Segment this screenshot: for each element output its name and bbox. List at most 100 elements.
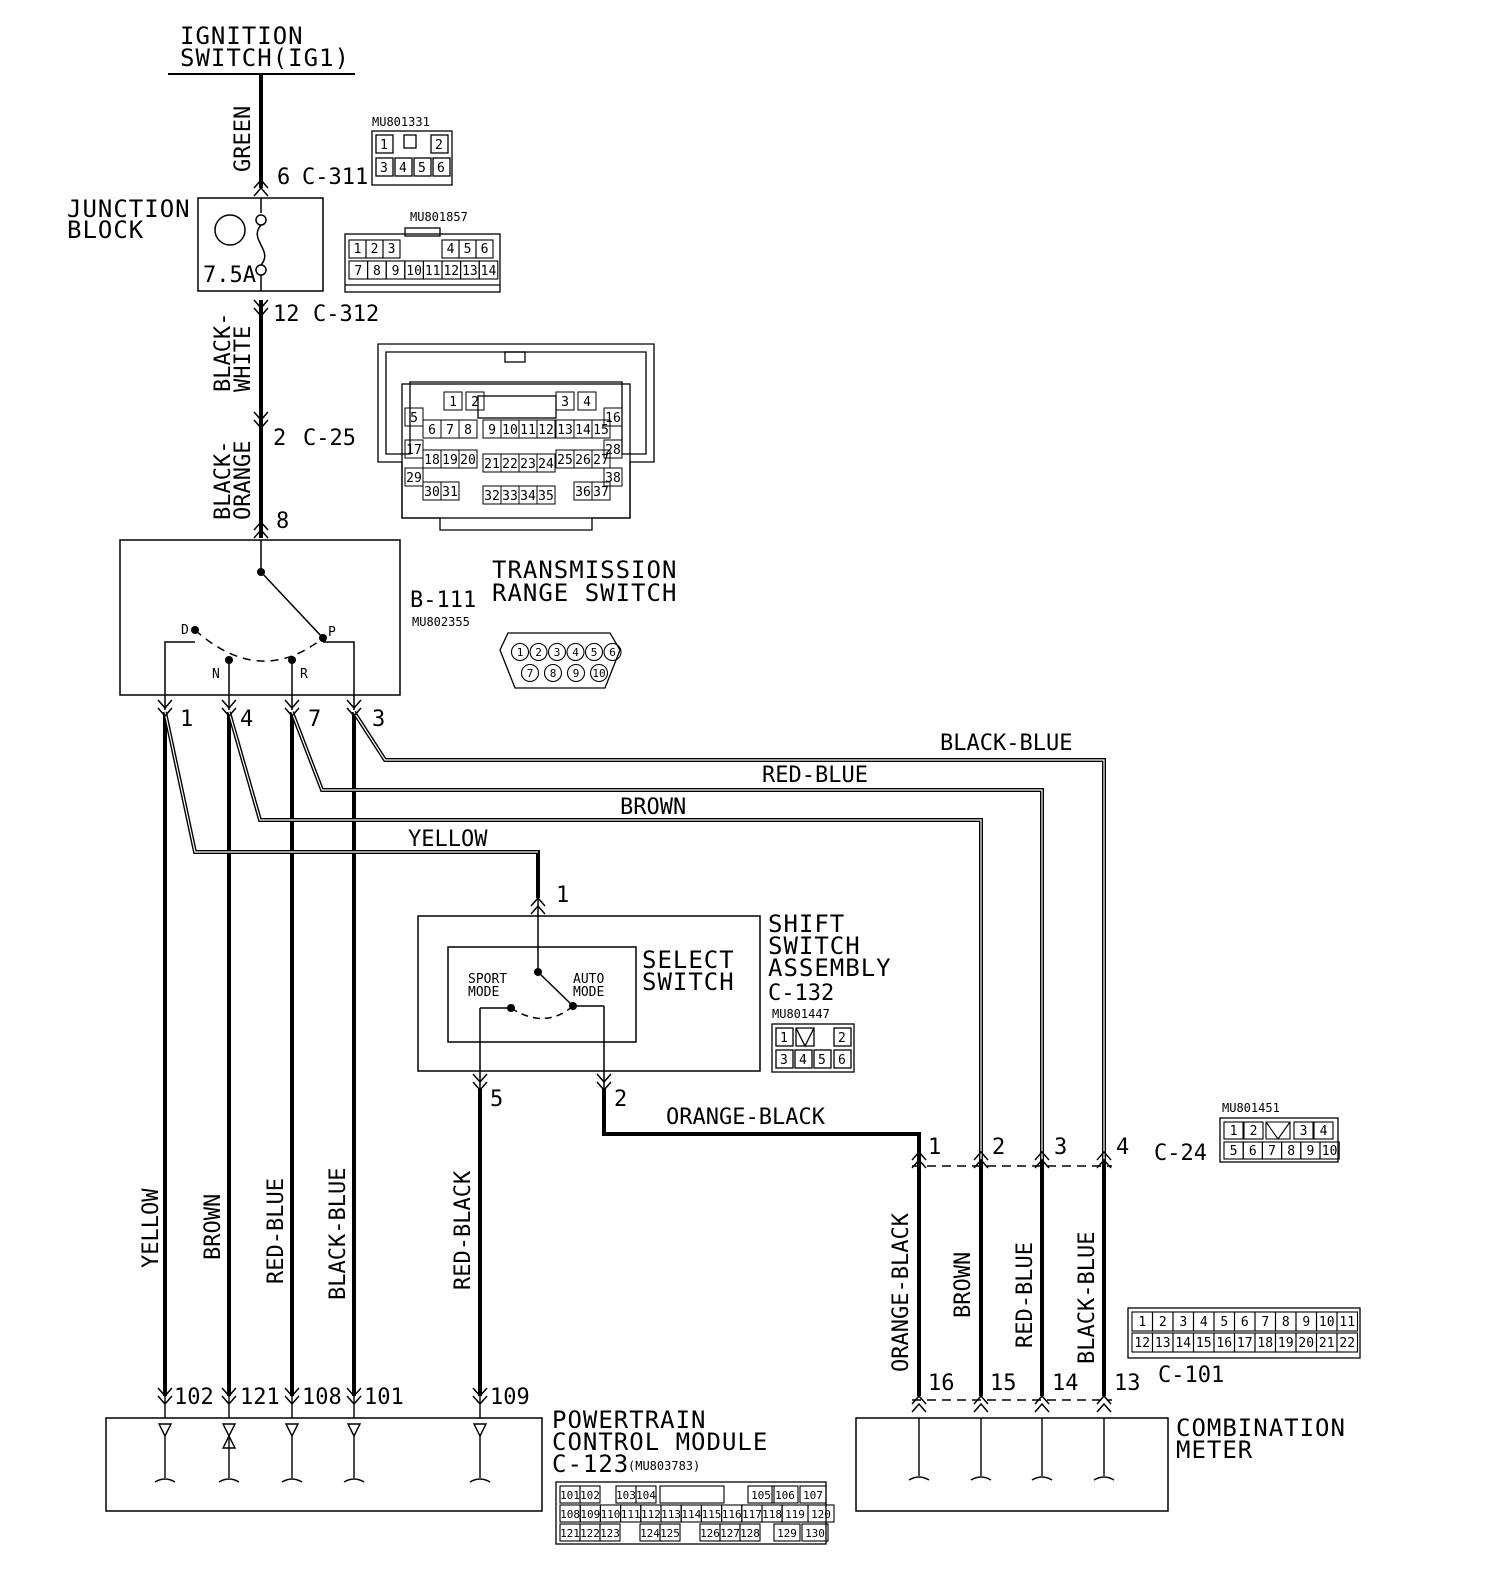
auto-mode-2: MODE: [573, 985, 604, 1000]
ignition-title-1: IGNITION: [180, 22, 304, 50]
wire-label-yellow-v: YELLOW: [139, 1188, 164, 1268]
c24-part: MU801451: [1222, 1101, 1280, 1115]
c25-cell: [603, 407, 623, 427]
c24-cell: [1319, 1141, 1340, 1160]
select-switch-title-2: SWITCH: [642, 968, 735, 996]
c311-pin-label: 6: [437, 161, 445, 176]
harness-wire-cores: [164, 711, 1105, 1160]
c24-pin-label: 5: [1230, 1144, 1238, 1159]
c101-pin-label: 11: [1339, 1315, 1355, 1330]
c25-pin-label: 9: [488, 423, 496, 438]
trs-pos-r: R: [300, 667, 308, 682]
c311-pin-label: 5: [418, 161, 426, 176]
c123-pin-label: 124: [640, 1527, 660, 1540]
c123-cell: [771, 1485, 799, 1504]
c24-pin-label: 7: [1268, 1144, 1276, 1159]
trs-out-pin: 4: [240, 707, 253, 732]
meter-box: [855, 1417, 1169, 1512]
wire-label-black-orange-2: ORANGE: [231, 441, 256, 520]
pcm-terminal: [221, 1434, 237, 1449]
c311-pin: 6: [277, 165, 290, 190]
c123-pin-label: 108: [560, 1508, 580, 1521]
b111-part: MU802355: [412, 615, 470, 629]
b111-cell: [543, 663, 563, 683]
c25-pin-label: 2: [471, 395, 479, 410]
c25-pin-label: 28: [605, 443, 621, 458]
c123-key: [659, 1485, 725, 1504]
wire-label-black-blue-v: BLACK-BLUE: [326, 1168, 351, 1300]
c25-name: C-25: [303, 426, 356, 451]
c24-pin: 1: [928, 1135, 941, 1160]
shift-out-pin-5: 5: [490, 1087, 503, 1112]
b111-cell: [510, 642, 530, 662]
c25-cell: [458, 419, 478, 439]
b111-pin-label: 9: [573, 667, 580, 680]
c101-pin-label: 8: [1282, 1315, 1290, 1330]
meter-terminal: [970, 1476, 992, 1481]
junction-block-label-1: JUNCTION: [67, 195, 191, 223]
c123-pin-label: 101: [560, 1489, 580, 1502]
c25-pin-label: 15: [593, 423, 609, 438]
c101-pin-label: 21: [1319, 1336, 1335, 1351]
c311-name: C-311: [302, 165, 368, 190]
c132-pin-label: 1: [780, 1031, 788, 1046]
c25-pin-label: 22: [502, 457, 518, 472]
c101-pin-label: 20: [1298, 1336, 1314, 1351]
c25-pin-label: 35: [538, 489, 554, 504]
pcm-terminal: [281, 1478, 303, 1483]
c25-pin-label: 33: [502, 489, 518, 504]
c25-cell: [536, 453, 556, 473]
wire-label-yellow: YELLOW: [408, 827, 488, 852]
sport-mode-2: MODE: [468, 985, 499, 1000]
c101-pin-label: 16: [1216, 1336, 1232, 1351]
c25-cell: [577, 391, 597, 411]
b111-pin-label: 2: [535, 646, 542, 659]
c25-pin-label: 30: [424, 485, 440, 500]
c25-pin: 2: [273, 426, 286, 451]
c101-pin-label: 3: [1179, 1315, 1187, 1330]
sport-mode-1: SPORT: [468, 972, 507, 987]
c25-cell: [458, 449, 478, 469]
c25-pin-label: 19: [442, 453, 458, 468]
shift-title-3: ASSEMBLY: [768, 954, 892, 982]
c25-cell: [404, 467, 424, 487]
c24-pin-label: 9: [1306, 1144, 1314, 1159]
c312-name: C-312: [313, 302, 379, 327]
wire-label-black-blue-v2: BLACK-BLUE: [1075, 1232, 1100, 1364]
c101-pin-label: 2: [1159, 1315, 1167, 1330]
shift-out-pin-2: 2: [614, 1087, 627, 1112]
c24-cell: [1313, 1121, 1334, 1140]
c311-pin-label: 2: [435, 138, 443, 153]
b111-name: B-111: [410, 588, 476, 613]
b111-pin-label: 3: [554, 646, 561, 659]
c25-pin-label: 32: [484, 489, 500, 504]
c123-pin-label: 115: [702, 1508, 722, 1521]
b111-pin-label: 4: [572, 646, 579, 659]
c312-pin-label: 3: [388, 242, 396, 257]
c24-cell: [1223, 1121, 1244, 1140]
c123-pin-label: 128: [740, 1527, 760, 1540]
c123-pin-label: 106: [775, 1489, 795, 1502]
pcm-terminal: [218, 1478, 240, 1483]
connector-arrow: [1096, 1394, 1112, 1413]
meter-title-1: COMBINATION: [1176, 1414, 1346, 1442]
c312-pin-label: 8: [373, 264, 381, 279]
select-switch-title-1: SELECT: [642, 946, 735, 974]
wire-label-brown-v: BROWN: [201, 1194, 226, 1260]
c101-pin-label: 7: [1261, 1315, 1269, 1330]
c101-pin-label: 5: [1220, 1315, 1228, 1330]
c24-pin-label: 2: [1250, 1124, 1258, 1139]
c24-pin: 2: [992, 1135, 1005, 1160]
c25-pin-label: 26: [575, 453, 591, 468]
c123-pin-label: 120: [811, 1508, 831, 1521]
c25-pin-label: 29: [406, 471, 422, 486]
c312-pin-label: 9: [392, 264, 400, 279]
pcm-title-1: POWERTRAIN: [552, 1406, 707, 1434]
c312-pin-label: 12: [443, 264, 459, 279]
c101-cell: [1336, 1332, 1359, 1353]
c123-pin-label: 126: [700, 1527, 720, 1540]
c24-pin-label: 6: [1249, 1144, 1257, 1159]
pcm-pin: 121: [240, 1385, 280, 1410]
c311-pin-label: 1: [380, 138, 388, 153]
c312-pin-label: 10: [406, 264, 422, 279]
